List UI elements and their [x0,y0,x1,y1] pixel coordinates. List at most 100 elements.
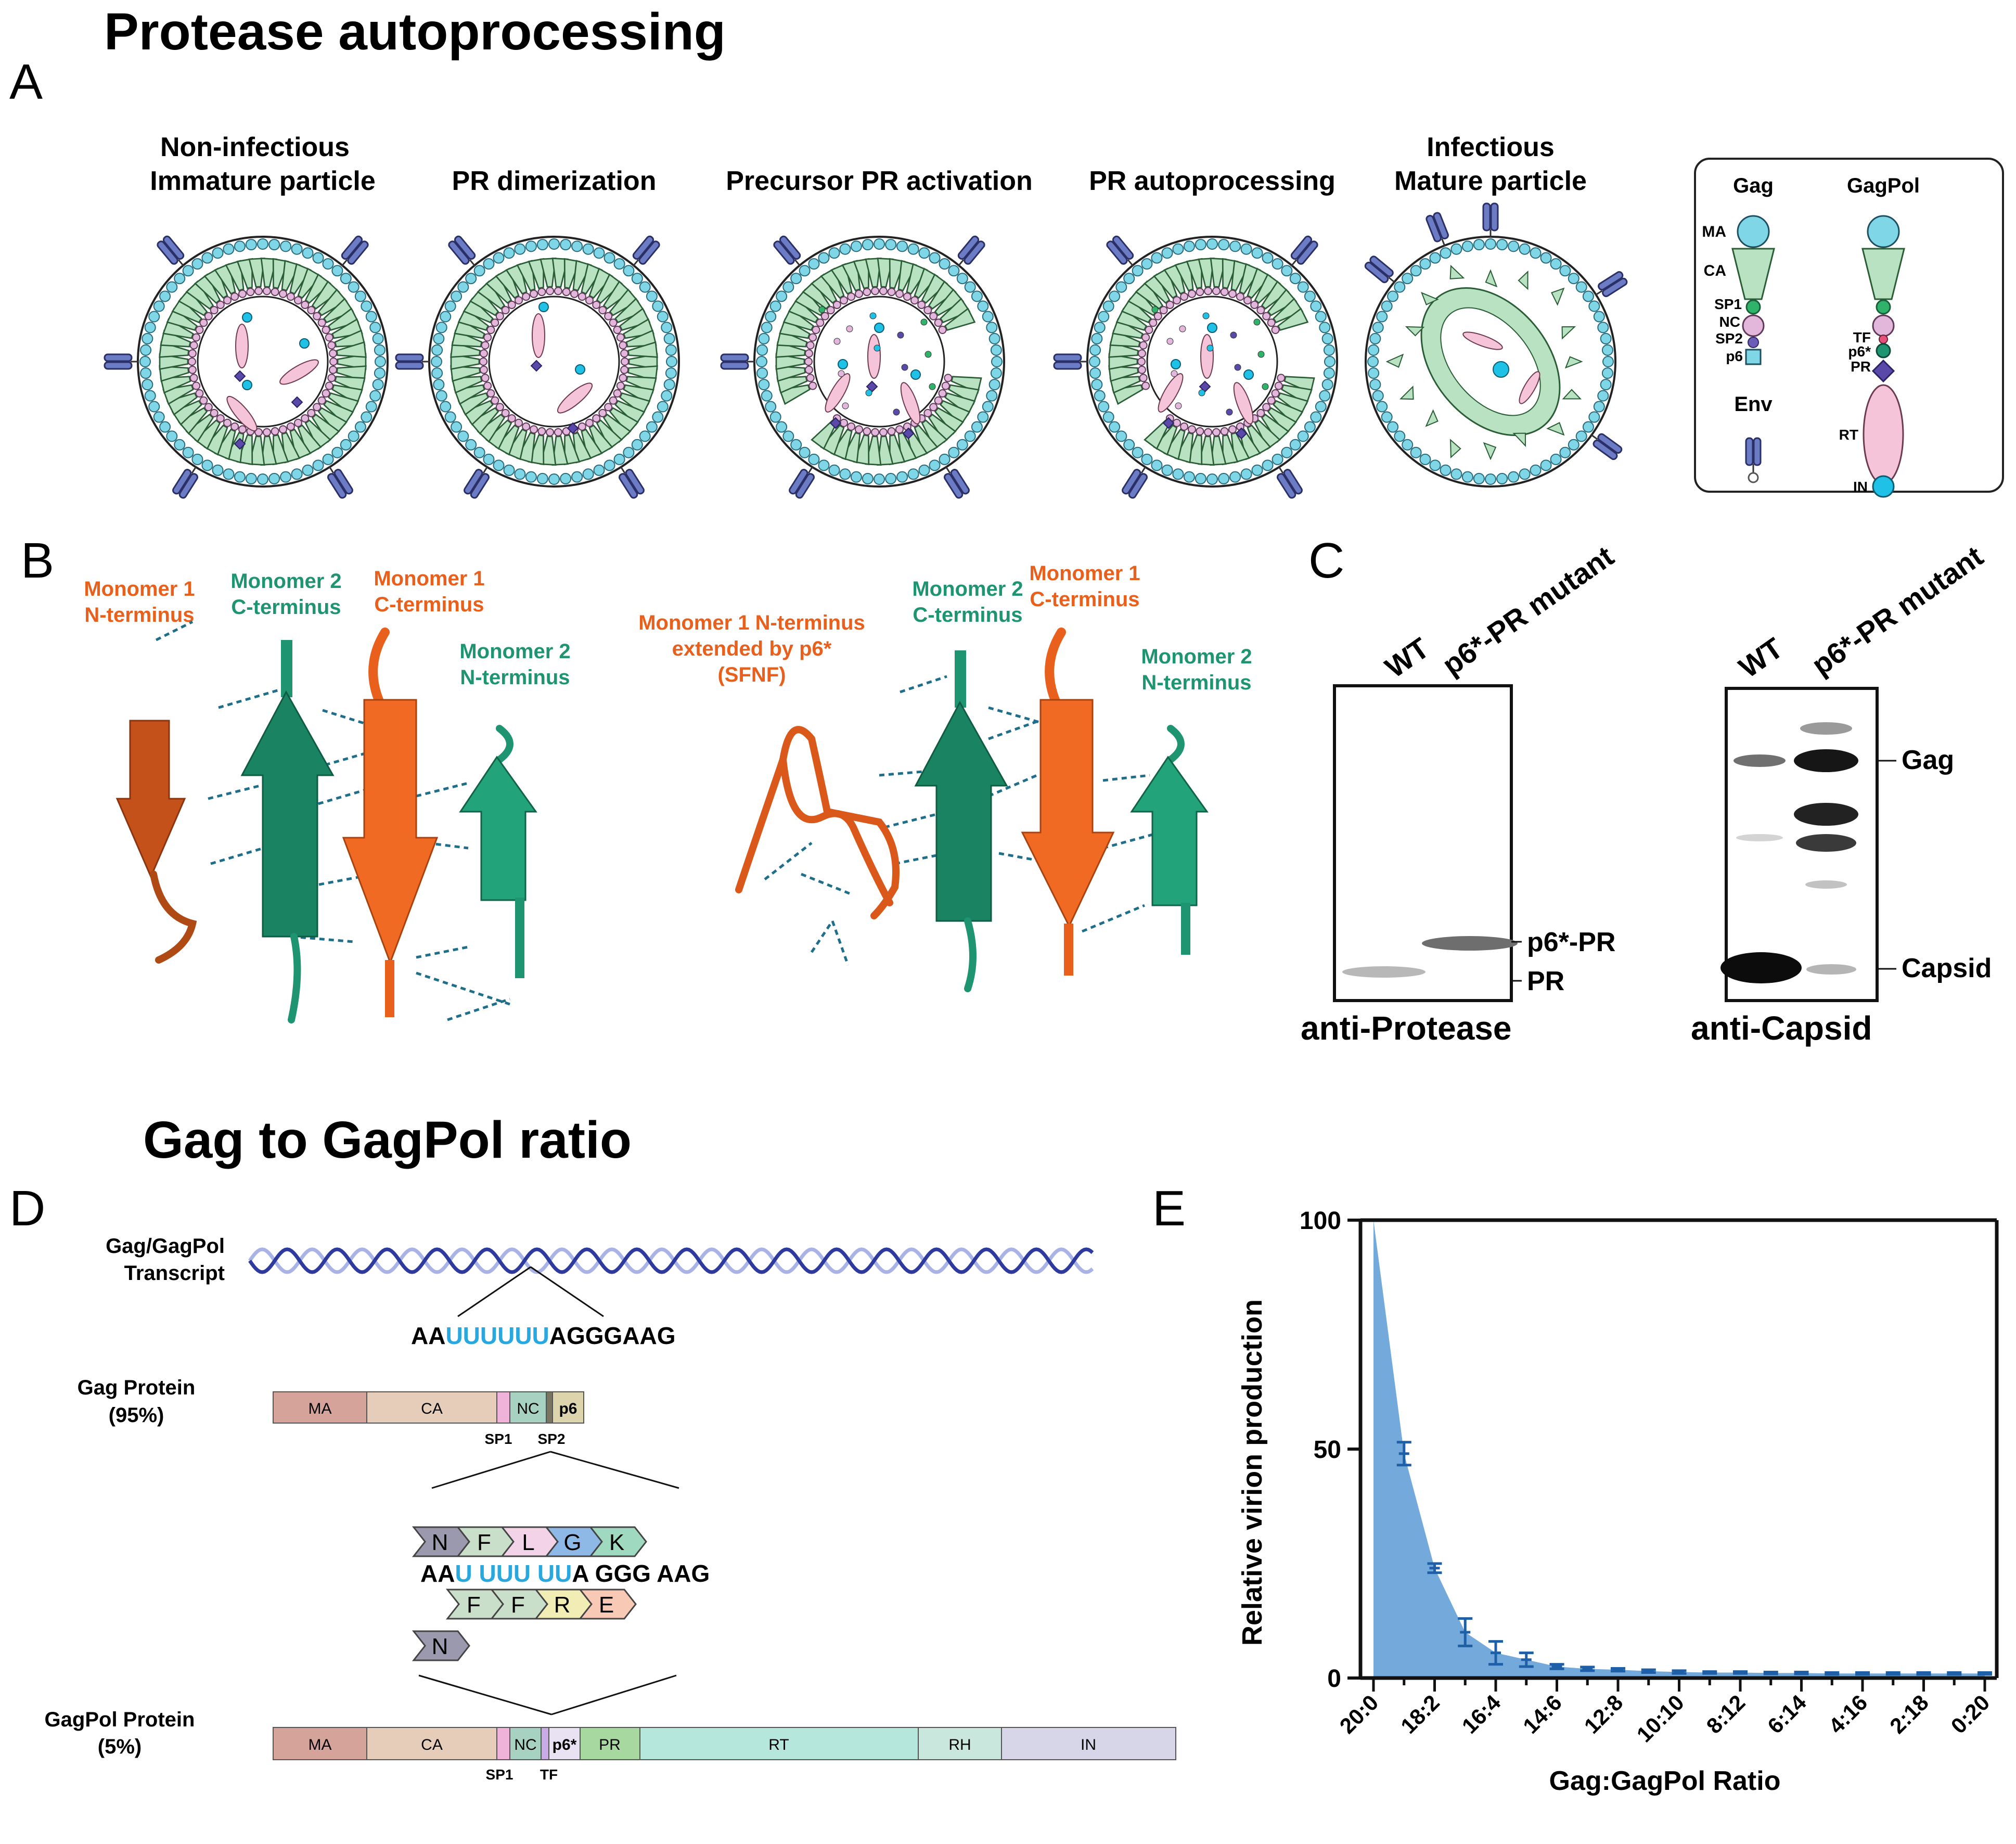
legend-p6star-label: p6* [1848,343,1871,360]
transcript-label-line2: Transcript [124,1262,225,1285]
chart-ylabel: Relative virion production [1237,1299,1268,1646]
stage-1-label-line1: Non-infectious [160,132,350,162]
b-right-m2-n-line2: N-terminus [1141,671,1251,694]
b-left-m1-n-line2: N-terminus [84,604,194,626]
chart-xlabel: Gag:GagPol Ratio [1549,1766,1781,1796]
gag-ca-label: CA [421,1400,443,1417]
y-tick-label: 0 [1327,1665,1341,1693]
gagpol-in-label: IN [1081,1736,1096,1753]
x-tick-label: 18:2 [1396,1690,1444,1738]
codon-aa: AA [420,1560,455,1587]
b-right-m1-n-tail [735,756,787,893]
stage-3-label: Precursor PR activation [726,166,1033,196]
x-tick-label: 8:12 [1702,1690,1750,1738]
b-left-m1-c-line2: C-terminus [374,593,484,616]
gagpol-protein-bar: MA CA NC p6* PR RT RH IN SP1 TF [273,1727,1176,1783]
b-right-structure [735,628,1209,992]
legend-rt-label: RT [1839,427,1858,443]
domain-legend: Gag GagPol MA CA SP1 NC SP2 p6 Env [1694,158,2004,498]
panel-e-letter: E [1152,1181,1186,1236]
virion-particle-4 [1053,234,1338,500]
stage-1-label-line2: Immature particle [150,166,376,196]
transcript-label-line1: Gag/GagPol [106,1235,225,1258]
b-right-m2-n-stub [1181,903,1190,955]
rna-transcript-helix [248,1247,1094,1274]
gagpol-tf-label: TF [540,1766,558,1783]
b-left-m2-c-line2: C-terminus [231,596,341,619]
gag-protein-bar: MA CA NC p6 SP1 SP2 [273,1391,584,1447]
b-right-m1-c-line2: C-terminus [1030,588,1139,611]
b-right-m2-c-tail [964,917,977,992]
env-spike-icon [104,353,140,370]
b-left-m1-n-line1: Monomer 1 [84,578,195,600]
mature-core [1385,264,1583,460]
b-right-m2-c-stub [955,650,966,708]
chart-area-fill [1373,1220,1985,1678]
legend-gagpol-ca-icon [1861,248,1905,300]
codon-a: A [572,1560,588,1587]
frame-2-chevrons: N [412,1630,470,1661]
amino-acid-label: L [522,1530,534,1555]
particle-gag-lattice [775,258,982,466]
error-bar [1396,1441,1411,1467]
x-tick-label: 12:8 [1580,1690,1628,1738]
b-right-m2-c-line2: C-terminus [913,604,1022,626]
blot2-lane1-label: WT [1733,631,1789,684]
env-spike-icon [1482,202,1499,239]
blot2-band-mut-mid [1794,803,1858,826]
blot1-pr-label: PR [1527,966,1564,996]
stage-2-label: PR dimerization [452,166,657,196]
b-right-m2-n-head [1167,725,1185,763]
blot2-band-wt-faint [1736,834,1783,841]
b-right-m1-n-loop [779,726,900,919]
legend-ma-label: MA [1702,223,1726,240]
b-left-m1-n-tail [150,870,197,964]
amino-acid-label: N [432,1634,448,1659]
x-tick-label: 6:14 [1763,1690,1811,1738]
env-spike-icon [1053,353,1089,370]
panel-b: B Monomer 1 N-terminus Monomer 2 C-termi… [21,533,1252,1023]
error-bar [1702,1670,1717,1675]
b-left-m1-c-line1: Monomer 1 [374,567,484,590]
panel-d-letter: D [9,1181,45,1236]
virion-particle-3 [720,234,1005,500]
codon-gggaag: GGG AAG [595,1560,710,1587]
b-left-m2-c-line1: Monomer 2 [230,570,341,593]
gagpol-nc-label: NC [514,1736,536,1753]
virion-particle-5 [1363,202,1629,488]
b-left-m1-n-arrow [115,720,186,879]
blot2-band-mut-gag [1794,749,1858,772]
blot1-lane2-label: p6*-PR mutant [1436,540,1620,682]
amino-acid-label: K [609,1530,624,1555]
b-right-m2-c-arrow [914,700,1008,922]
x-tick-label: 4:16 [1824,1690,1872,1738]
blot2-band-mut-faint [1805,880,1847,889]
b-right-m1-n-line2: extended by p6* [672,637,832,660]
blot2-band-mut-lower [1796,834,1856,852]
gag-p6-label: p6 [559,1400,577,1417]
codon-uu: UU [537,1560,572,1587]
legend-ca-label: CA [1704,262,1726,279]
b-right-m2-c-line1: Monomer 2 [912,578,1023,600]
amino-acid-label: E [599,1592,614,1618]
legend-tf-icon [1879,335,1888,344]
b-left-m2-n-stub [515,898,524,978]
amino-acid-l: L [500,1526,559,1557]
blot2-lane2-label: p6*-PR mutant [1806,540,1989,682]
particle-lipid-beads [1367,238,1614,485]
b-left-m2-c-tail [288,933,301,1023]
error-bar [1641,1668,1656,1674]
blot1-p6pr-label: p6*-PR [1527,927,1615,957]
particle-lipid-beads [139,238,386,485]
b-left-m2-c-arrow [240,690,335,938]
amino-acid-f: F [445,1589,504,1620]
gagpol-rh-label: RH [948,1736,971,1753]
b-left-m2-n-arrow [459,755,537,901]
gagpol-p6star-label: p6* [553,1736,577,1753]
legend-rt-icon [1863,384,1904,485]
b-right-m1-n-line3: (SFNF) [717,663,786,686]
env-spike-icon [720,353,756,370]
amino-acid-label: F [477,1530,491,1555]
error-bar [1488,1640,1503,1666]
